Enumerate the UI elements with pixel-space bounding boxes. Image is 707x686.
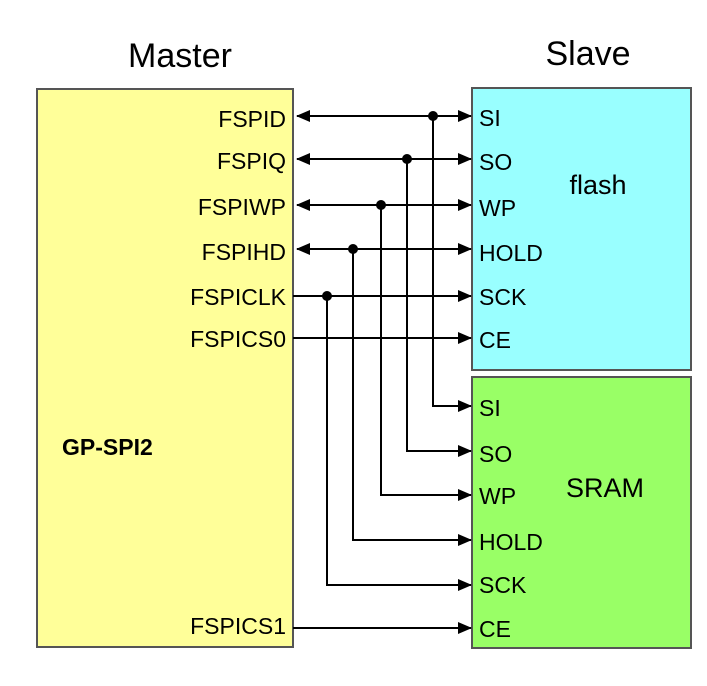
- branch-si: [432, 116, 472, 412]
- flash-pin-sck: SCK: [479, 284, 527, 310]
- flash-pin-labels: SI SO WP HOLD SCK CE: [479, 105, 543, 353]
- sram-pin-so: SO: [479, 441, 512, 467]
- flash-pin-si: SI: [479, 105, 501, 131]
- sram-title: SRAM: [566, 473, 644, 503]
- junction-wp: [376, 200, 386, 210]
- sram-pin-labels: SI SO WP HOLD SCK CE: [479, 395, 543, 642]
- master-signal-fspiwp: FSPIWP: [198, 194, 286, 220]
- sram-pin-hold: HOLD: [479, 529, 543, 555]
- master-signal-fspiclk: FSPICLK: [190, 284, 287, 310]
- sram-pin-si: SI: [479, 395, 501, 421]
- junction-sck: [322, 291, 332, 301]
- master-signal-fspiq: FSPIQ: [217, 148, 286, 174]
- flash-block: [471, 87, 692, 371]
- master-block: [36, 88, 294, 648]
- flash-pin-wp: WP: [479, 195, 516, 221]
- junction-hold: [348, 244, 358, 254]
- branch-wp: [380, 205, 472, 501]
- sram-pin-sck: SCK: [479, 572, 527, 598]
- slave-header: Slave: [545, 35, 630, 73]
- master-signal-fspics0: FSPICS0: [190, 326, 286, 352]
- sram-branch-wires: [293, 116, 472, 634]
- flash-pin-so: SO: [479, 149, 512, 175]
- master-signal-fspid: FSPID: [218, 106, 286, 132]
- sram-block: [471, 376, 692, 649]
- branch-so: [406, 159, 472, 457]
- junction-dots: [322, 111, 438, 301]
- branch-sck: [326, 296, 472, 591]
- master-signal-fspihd: FSPIHD: [202, 239, 286, 265]
- flash-pin-ce: CE: [479, 327, 511, 353]
- master-signal-fspics1: FSPICS1: [190, 613, 286, 639]
- master-signal-labels: FSPID FSPIQ FSPIWP FSPIHD FSPICLK FSPICS…: [190, 106, 287, 639]
- branch-hold: [352, 249, 472, 546]
- master-header: Master: [128, 37, 232, 75]
- flash-title: flash: [569, 170, 626, 200]
- junction-so: [402, 154, 412, 164]
- flash-pin-hold: HOLD: [479, 240, 543, 266]
- junction-si: [428, 111, 438, 121]
- sram-pin-ce: CE: [479, 616, 511, 642]
- sram-pin-wp: WP: [479, 483, 516, 509]
- master-title: GP-SPI2: [62, 434, 153, 460]
